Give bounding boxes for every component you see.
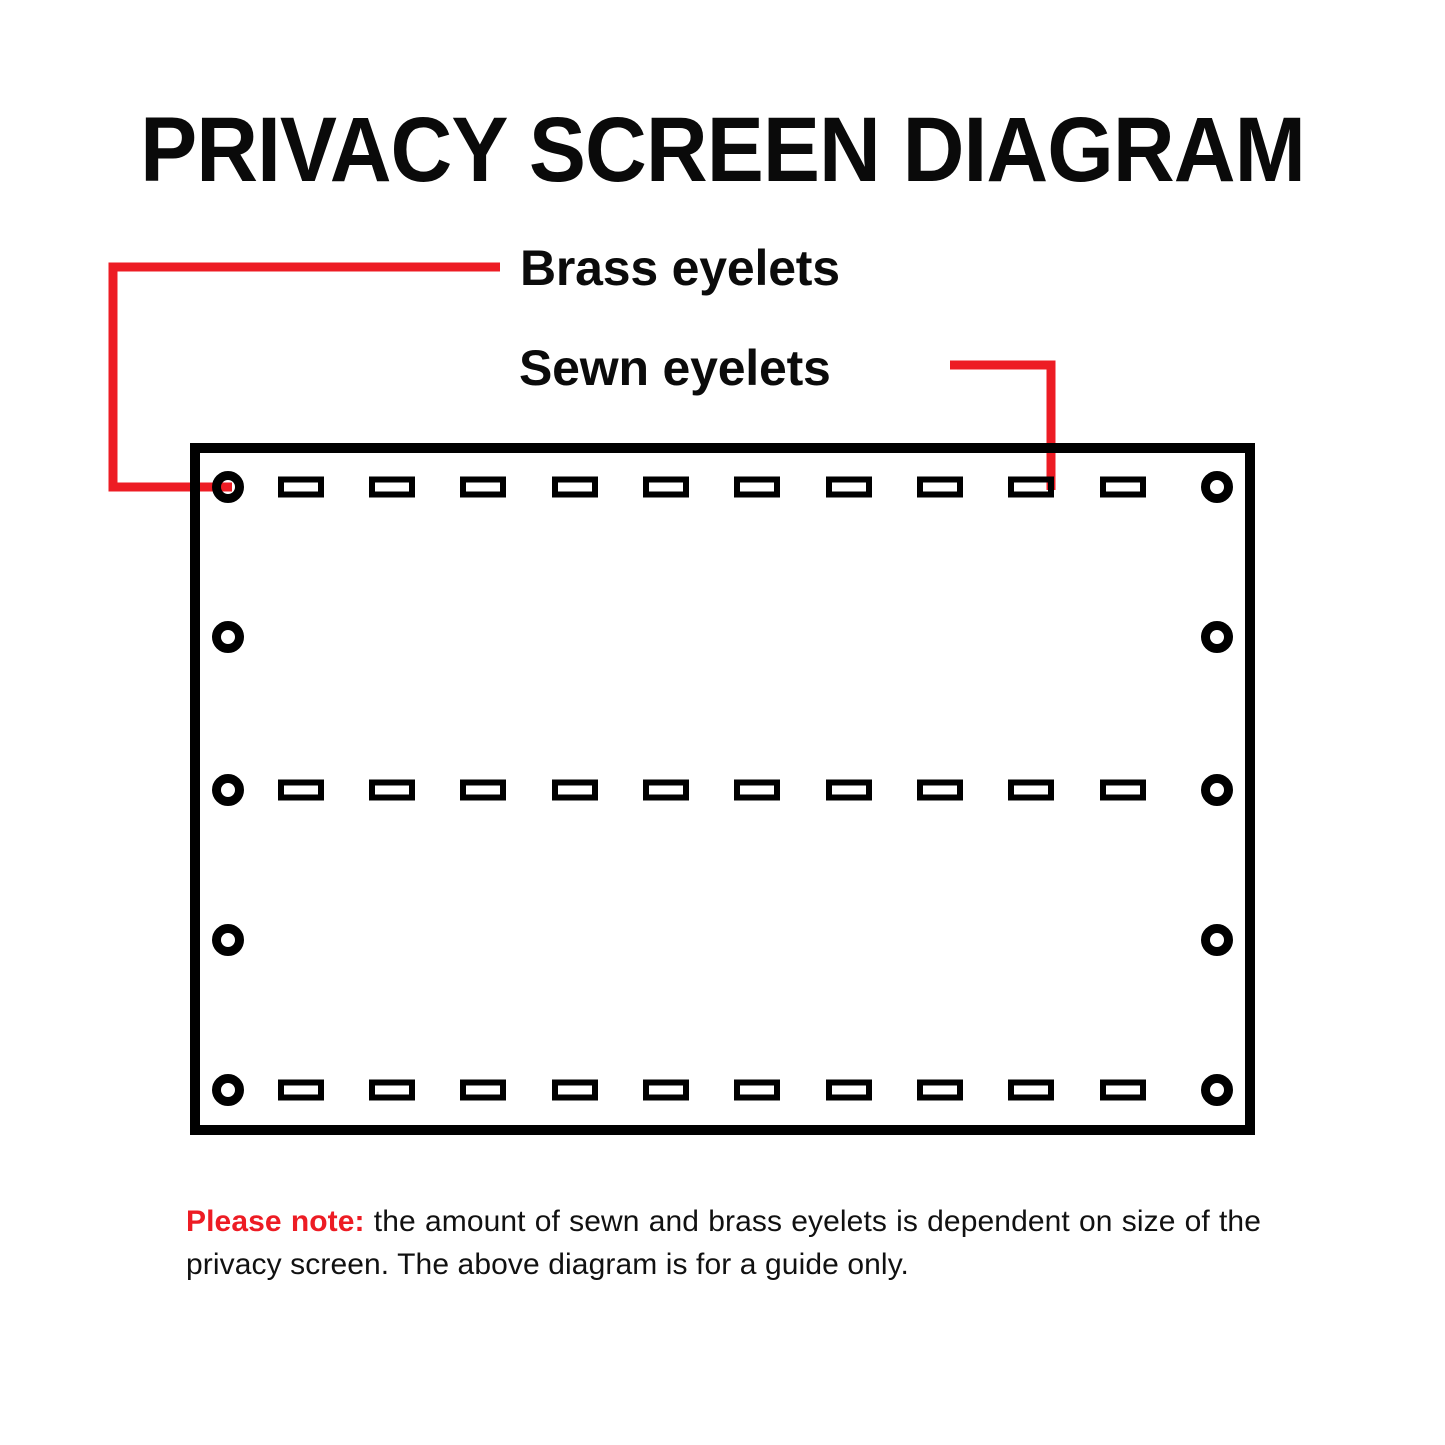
sewn-eyelet-icon: [552, 779, 598, 801]
brass-eyelet-icon: [1201, 774, 1233, 806]
sewn-eyelet-icon: [460, 779, 506, 801]
brass-eyelet-icon: [1201, 924, 1233, 956]
eyelet-row-top-row: [212, 471, 1233, 503]
sewn-eyelet-icon: [826, 476, 872, 498]
callout-label-brass-eyelets: Brass eyelets: [520, 240, 840, 296]
sewn-eyelet-icon: [369, 476, 415, 498]
sewn-eyelet-icon: [552, 476, 598, 498]
footnote-lead: Please note:: [186, 1205, 365, 1238]
sewn-eyelet-icon: [917, 1079, 963, 1101]
sewn-eyelet-icon: [917, 779, 963, 801]
sewn-eyelet-icon: [826, 779, 872, 801]
brass-eyelet-icon: [1201, 621, 1233, 653]
sewn-eyelet-icon: [460, 476, 506, 498]
sewn-eyelet-icon: [734, 1079, 780, 1101]
sewn-eyelet-icon: [643, 1079, 689, 1101]
sewn-eyelet-icon: [1100, 1079, 1146, 1101]
sewn-eyelet-icon: [826, 1079, 872, 1101]
sewn-eyelet-icon: [369, 779, 415, 801]
brass-eyelet-icon: [1201, 1074, 1233, 1106]
eyelet-row-middle-row: [212, 774, 1233, 806]
brass-eyelet-icon: [212, 924, 244, 956]
sewn-eyelet-icon: [1008, 779, 1054, 801]
brass-eyelet-icon: [212, 471, 244, 503]
sewn-eyelet-icon: [460, 1079, 506, 1101]
sewn-eyelet-icon: [734, 779, 780, 801]
sewn-eyelet-icon: [917, 476, 963, 498]
footnote-note: Please note: the amount of sewn and bras…: [186, 1200, 1261, 1286]
sewn-eyelet-icon: [278, 1079, 324, 1101]
eyelet-row-bottom-row: [212, 1074, 1233, 1106]
sewn-eyelet-icon: [1008, 476, 1054, 498]
sewn-eyelet-icon: [278, 476, 324, 498]
sewn-eyelet-icon: [369, 1079, 415, 1101]
privacy-screen-panel-outline: [190, 443, 1255, 1135]
callout-label-sewn-eyelets: Sewn eyelets: [519, 340, 831, 396]
page-title: PRIVACY SCREEN DIAGRAM: [140, 99, 1306, 201]
eyelet-row-upper-middle-row: [212, 621, 1233, 653]
brass-eyelet-icon: [212, 1074, 244, 1106]
sewn-eyelet-icon: [643, 476, 689, 498]
sewn-eyelet-icon: [1008, 1079, 1054, 1101]
footnote-body: the amount of sewn and brass eyelets is …: [186, 1205, 1262, 1281]
sewn-eyelet-icon: [278, 779, 324, 801]
sewn-eyelet-icon: [1100, 779, 1146, 801]
sewn-eyelet-icon: [643, 779, 689, 801]
brass-eyelet-icon: [212, 621, 244, 653]
sewn-eyelet-icon: [734, 476, 780, 498]
brass-eyelet-icon: [212, 774, 244, 806]
eyelet-row-lower-middle-row: [212, 924, 1233, 956]
brass-eyelet-icon: [1201, 471, 1233, 503]
sewn-eyelet-icon: [1100, 476, 1146, 498]
sewn-eyelet-icon: [552, 1079, 598, 1101]
